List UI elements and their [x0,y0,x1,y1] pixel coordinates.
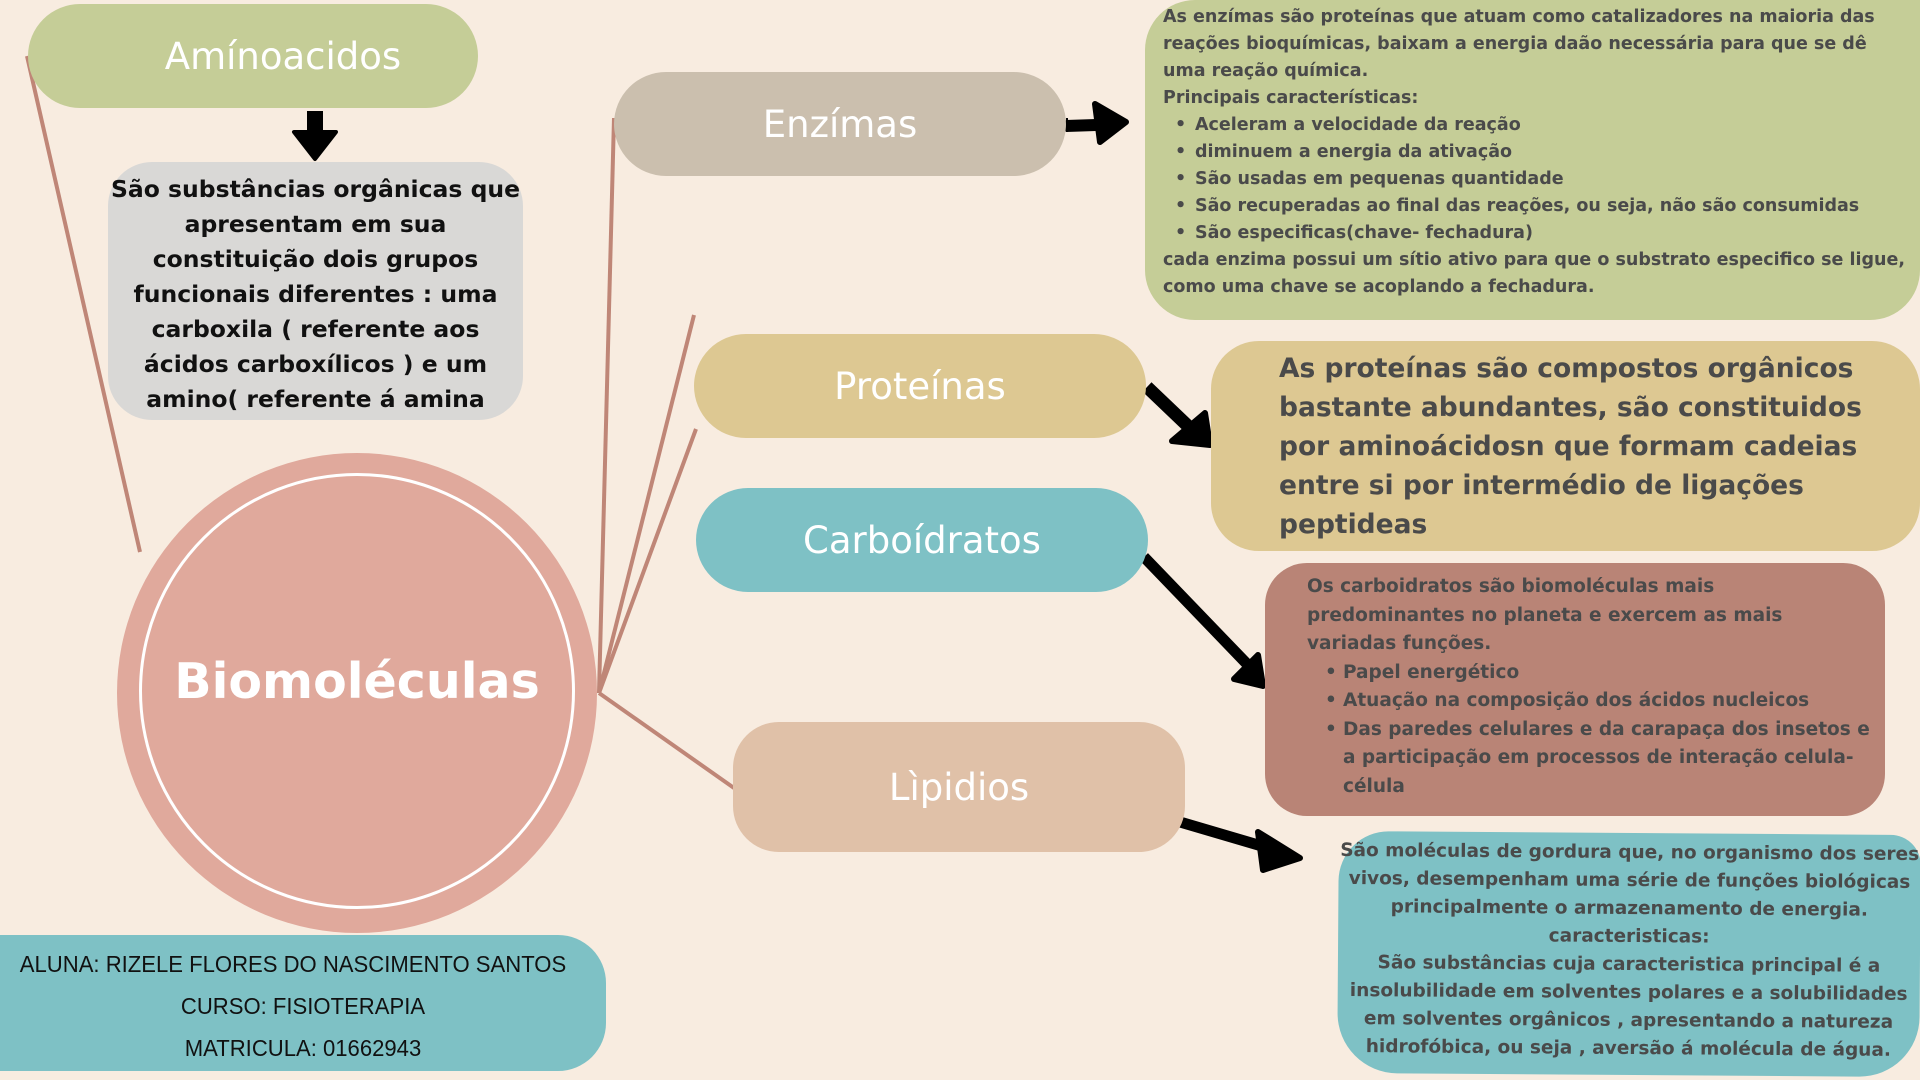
student-info-box: ALUNA: RIZELE FLORES DO NASCIMENTO SANTO… [0,935,606,1071]
enzimas-subheading: Principais características: [1163,88,1419,108]
enzimas-description-box: As enzímas são proteínas que atuam como … [1145,0,1920,320]
node-enzimas-label: Enzímas [762,102,918,146]
student-course: CURSO: FISIOTERAPIA [180,993,426,1019]
list-item: Aceleram a velocidade da reação [1175,112,1910,139]
node-carboidratos-label: Carboídratos [803,518,1041,562]
node-aminoacidos-label: Amínoacidos [164,34,402,78]
list-item: Atuação na composição dos ácidos nucleic… [1325,687,1873,716]
list-item: Papel energético [1325,659,1873,688]
node-lipidios-label: Lìpidios [888,765,1030,809]
proteinas-description-text: As proteínas são compostos orgânicos bas… [1279,352,1862,540]
list-item: Das paredes celulares e da carapaça dos … [1325,716,1873,802]
student-registration: MATRICULA: 01662943 [184,1035,422,1061]
central-topic-title: Biomoléculas [174,653,540,710]
list-item: São usadas em pequenas quantidade [1175,166,1910,193]
arrow-right-icon [1063,101,1129,145]
carboidratos-description-box: Os carboidratos são biomoléculas mais pr… [1265,563,1885,816]
student-name: ALUNA: RIZELE FLORES DO NASCIMENTO SANTO… [19,951,567,977]
enzimas-outro-text: cada enzima possui um sítio ativo para q… [1163,250,1905,297]
list-item: São especificas(chave- fechadura) [1175,220,1910,247]
connector-aminoacidos [25,55,142,553]
carboidratos-intro-text: Os carboidratos são biomoléculas mais pr… [1307,576,1783,654]
carboidratos-bullet-list: Papel energético Atuação na composição d… [1307,659,1873,802]
aminoacidos-description-text: São substâncias orgânicas que apresentam… [110,175,521,413]
central-circle-ring [139,473,575,909]
node-proteinas[interactable]: Proteínas [694,334,1146,438]
arrow-right-icon [1178,816,1303,873]
enzimas-intro-text: As enzímas são proteínas que atuam como … [1163,7,1875,81]
arrow-down-right-icon [1142,382,1213,448]
list-item: São recuperadas ao final das reações, ou… [1175,193,1910,220]
connector-proteinas [597,314,696,694]
node-lipidios[interactable]: Lìpidios [733,722,1185,852]
arrow-down-right-icon [1140,553,1266,689]
lipidios-description-box: São moléculas de gordura que, no organis… [1337,830,1920,1078]
node-carboidratos[interactable]: Carboídratos [696,488,1148,592]
connector-lipidios [597,691,736,790]
node-proteinas-label: Proteínas [834,364,1006,408]
lipidios-characteristics-text: São substâncias cuja caracteristica prin… [1349,952,1908,1061]
node-enzimas[interactable]: Enzímas [614,72,1066,176]
lipidios-subheading: caracteristicas: [1548,925,1710,948]
enzimas-bullet-list: Aceleram a velocidade da reação diminuem… [1163,112,1910,247]
node-aminoacidos[interactable]: Amínoacidos [28,4,478,108]
arrow-down-icon [292,111,338,161]
list-item: diminuem a energia da ativação [1175,139,1910,166]
lipidios-definition-text: São moléculas de gordura que, no organis… [1340,839,1920,921]
proteinas-description-box: As proteínas são compostos orgânicos bas… [1211,341,1920,551]
connector-enzimas [597,117,616,694]
connector-carboidratos [597,428,698,694]
aminoacidos-description-box: São substâncias orgânicas que apresentam… [108,162,523,420]
